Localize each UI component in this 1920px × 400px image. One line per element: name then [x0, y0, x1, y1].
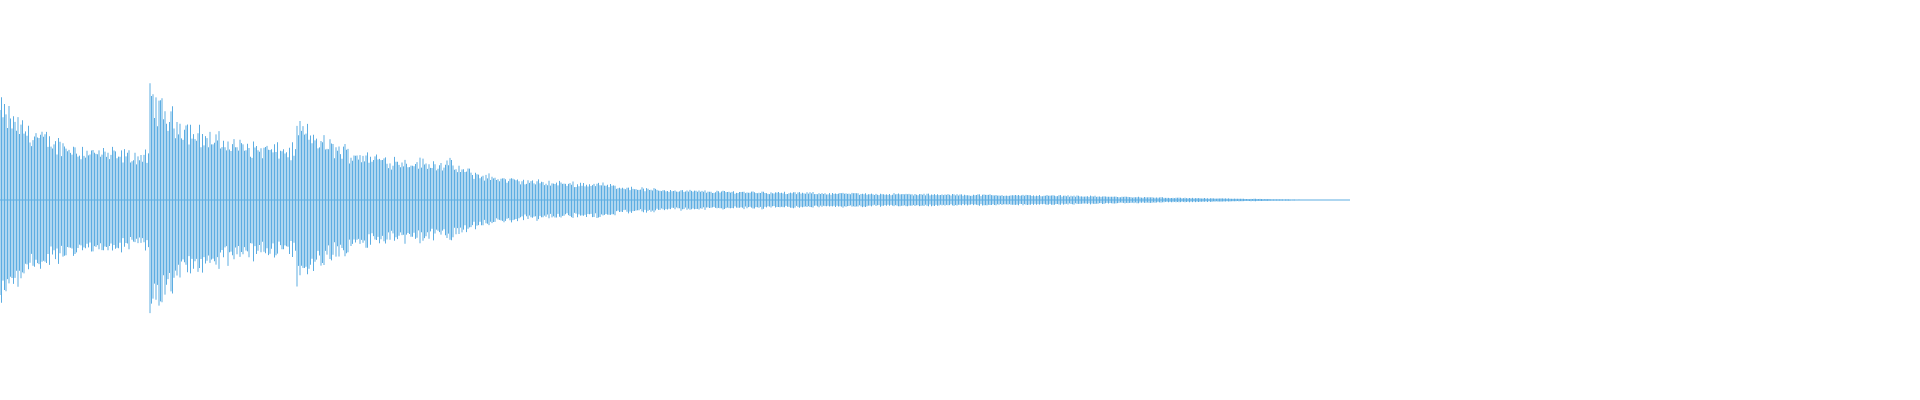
waveform-samples	[0, 83, 1348, 314]
